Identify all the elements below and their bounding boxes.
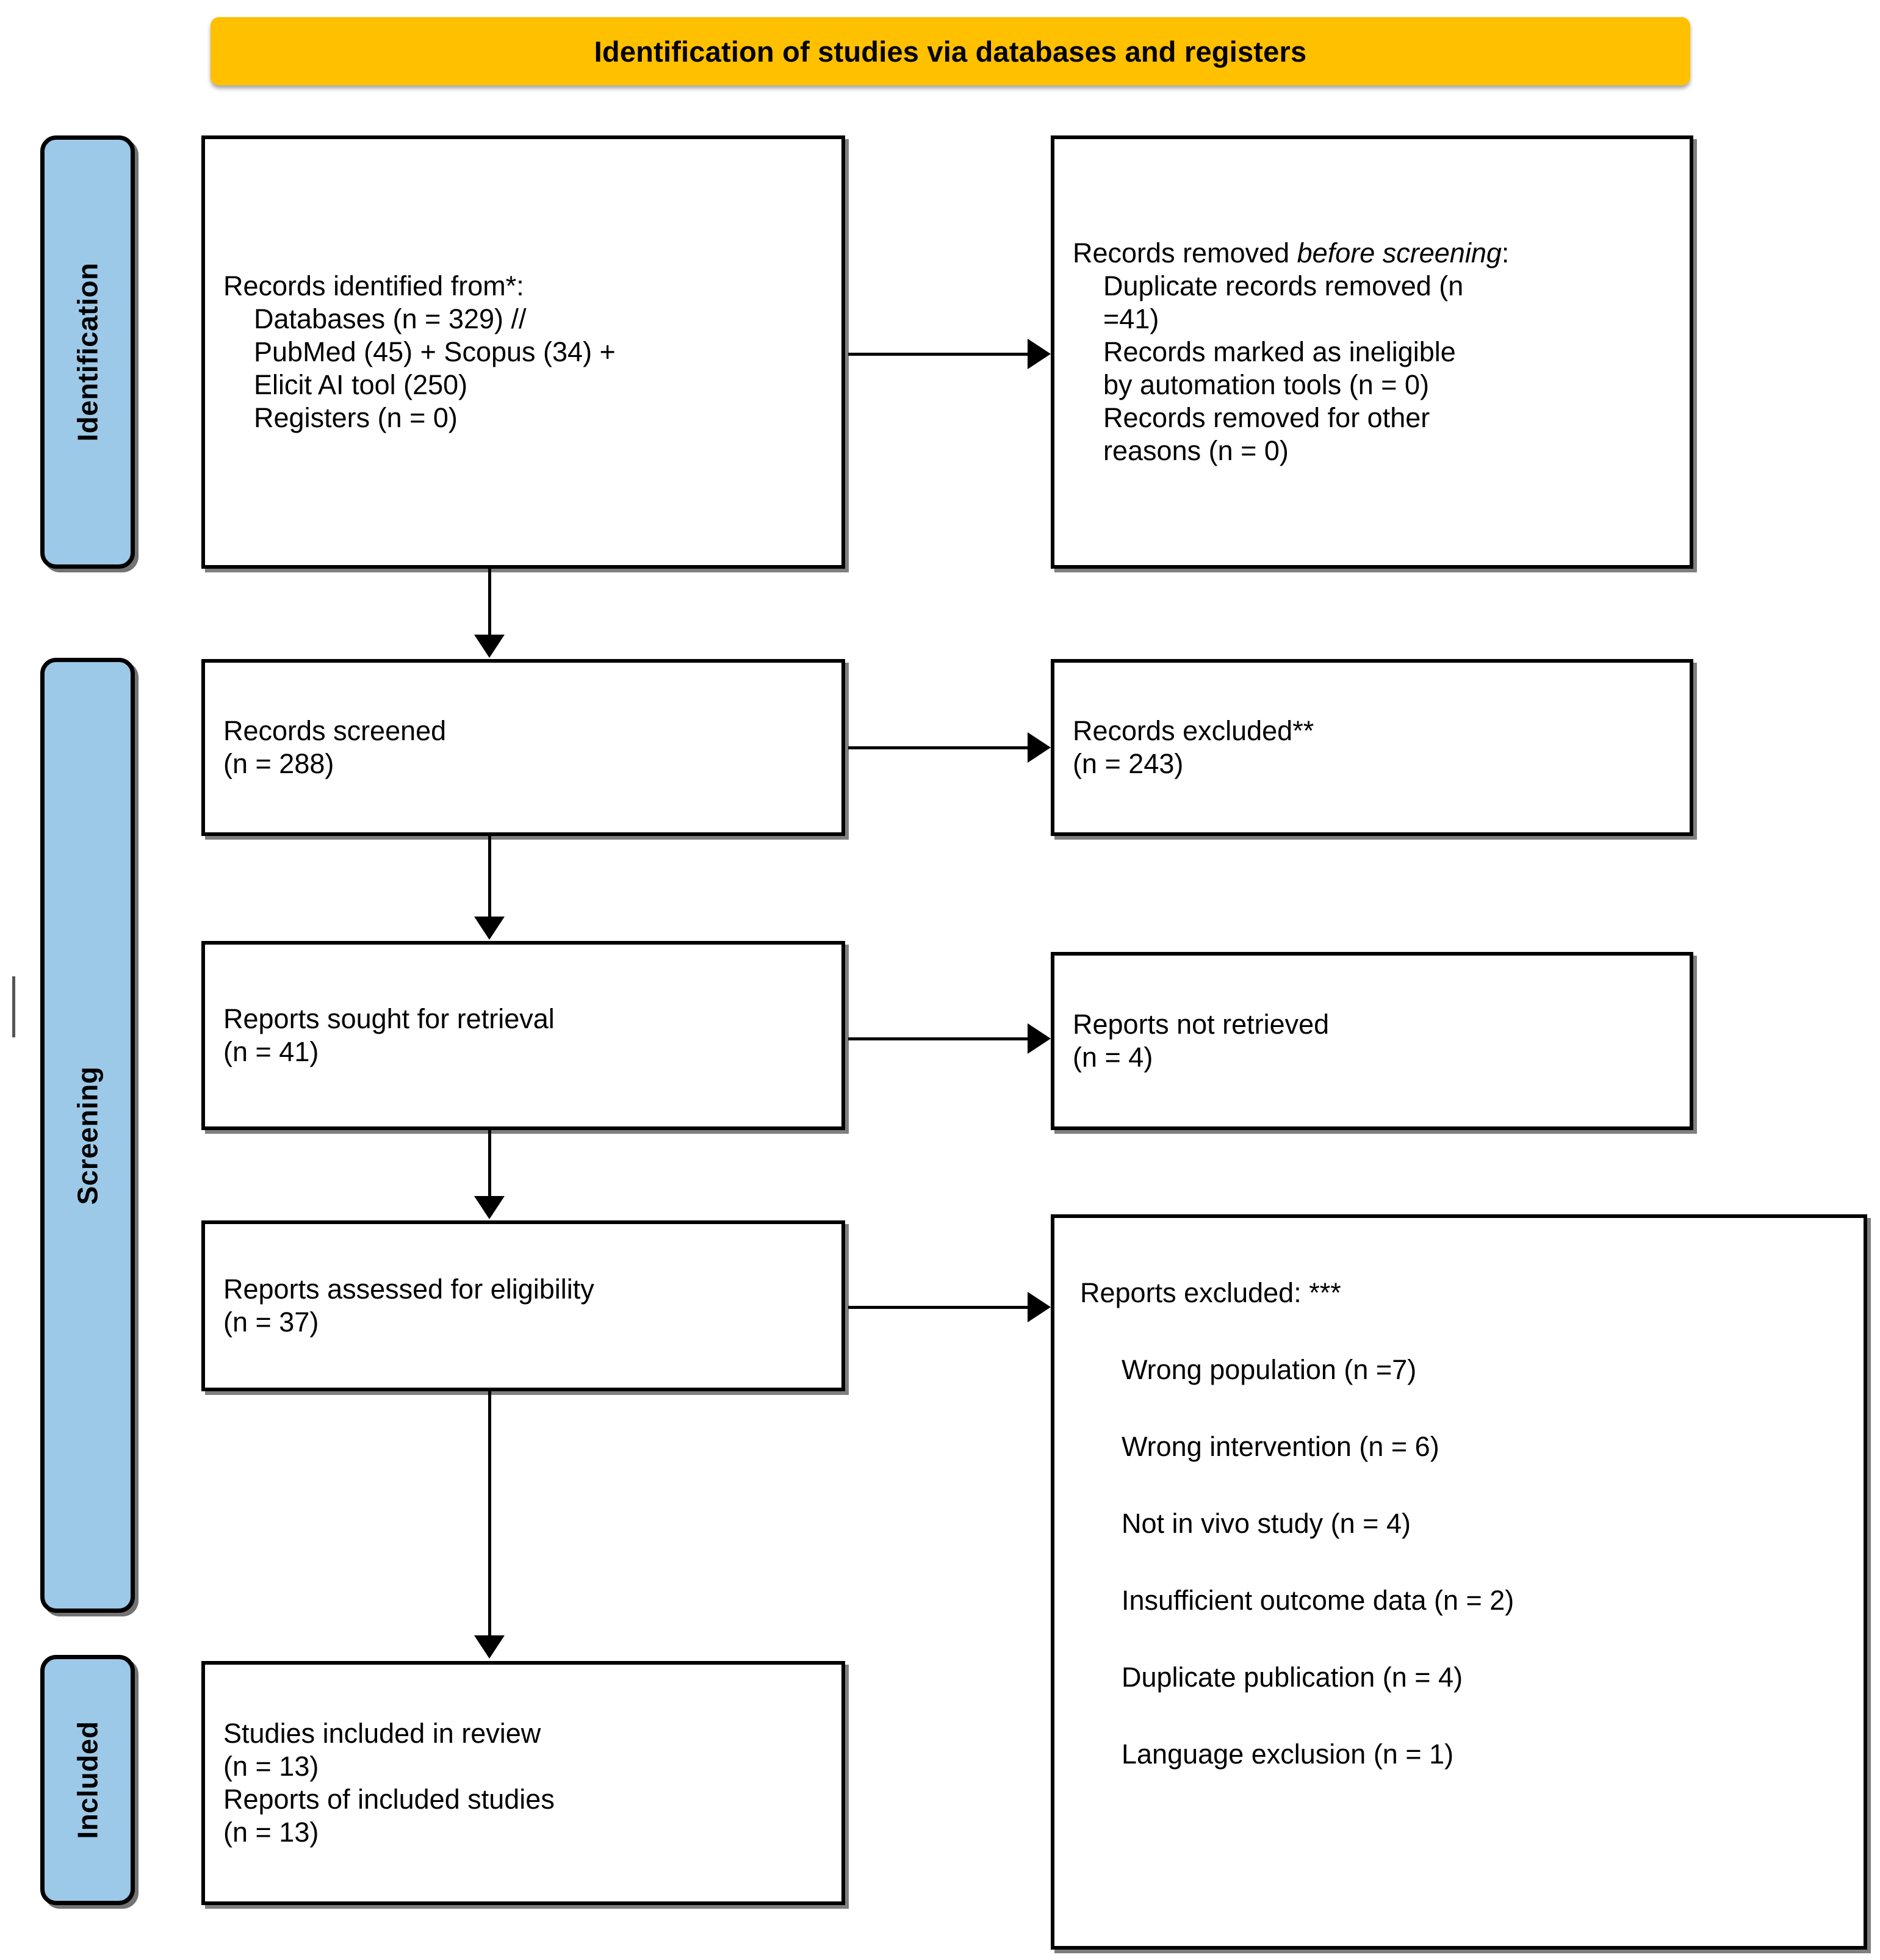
node-studies-included: Studies included in review (n = 13) Repo… xyxy=(201,1661,845,1905)
reports-excluded-heading: Reports excluded: *** xyxy=(1080,1277,1341,1308)
reports-excluded-reason-list: Wrong population (n =7) Wrong interventi… xyxy=(1080,1353,1845,1771)
arrow-head xyxy=(1028,732,1051,763)
arrow-screened-to-sought xyxy=(474,836,505,941)
node-reports-assessed: Reports assessed for eligibility (n = 37… xyxy=(201,1220,845,1391)
arrow-line xyxy=(488,569,491,637)
stage-label-identification: Identification xyxy=(40,135,135,569)
node-records-removed-content: Records removed before screening: Duplic… xyxy=(1073,237,1509,467)
arrow-line xyxy=(488,1391,491,1638)
node-reports-excluded-reasons: Reports excluded: *** Wrong population (… xyxy=(1051,1214,1867,1950)
arrow-sought-to-assessed xyxy=(474,1130,505,1220)
node-reports-not-retrieved: Reports not retrieved (n = 4) xyxy=(1051,952,1693,1130)
stage-label-identification-text: Identification xyxy=(71,262,104,442)
left-edge-tick-mark xyxy=(12,976,15,1037)
list-item: Duplicate publication (n = 4) xyxy=(1122,1662,1463,1693)
arrow-head xyxy=(1028,339,1051,369)
arrow-line xyxy=(848,1037,1031,1040)
node-studies-included-text: Studies included in review (n = 13) Repo… xyxy=(223,1718,555,1848)
node-records-identified-text: Records identified from*: Databases (n =… xyxy=(223,270,616,433)
arrow-line xyxy=(848,353,1031,356)
arrow-head xyxy=(474,1196,505,1219)
diagram-title-banner: Identification of studies via databases … xyxy=(211,17,1690,85)
list-item: Not in vivo study (n = 4) xyxy=(1122,1508,1411,1539)
arrow-sought-to-not-retrieved xyxy=(848,1023,1051,1054)
stage-label-included-text: Included xyxy=(71,1721,104,1839)
arrow-head xyxy=(1028,1292,1051,1322)
stage-label-screening-text: Screening xyxy=(71,1066,104,1205)
arrow-assessed-to-reports-excluded xyxy=(848,1292,1051,1322)
arrow-head xyxy=(474,917,505,940)
arrow-identified-to-screened xyxy=(474,569,505,659)
arrow-line xyxy=(848,1306,1031,1309)
arrow-head xyxy=(1028,1023,1051,1054)
node-records-removed-before-screening: Records removed before screening: Duplic… xyxy=(1051,135,1693,569)
arrow-assessed-to-included xyxy=(474,1391,505,1660)
node-records-removed-heading: Records removed before screening: xyxy=(1073,237,1509,270)
diagram-title-text: Identification of studies via databases … xyxy=(594,35,1307,68)
node-records-identified: Records identified from*: Databases (n =… xyxy=(201,135,845,569)
list-item: Wrong population (n =7) xyxy=(1122,1354,1417,1385)
arrow-line xyxy=(488,1130,491,1198)
arrow-line xyxy=(488,836,491,919)
node-reports-assessed-text: Reports assessed for eligibility (n = 37… xyxy=(223,1274,594,1338)
arrow-screened-to-excluded xyxy=(848,732,1051,763)
node-records-excluded-text: Records excluded** (n = 243) xyxy=(1073,715,1314,779)
list-item: Language exclusion (n = 1) xyxy=(1122,1738,1454,1770)
list-item: Insufficient outcome data (n = 2) xyxy=(1122,1585,1514,1616)
list-item: Wrong intervention (n = 6) xyxy=(1122,1431,1439,1462)
stage-label-screening: Screening xyxy=(40,658,135,1613)
arrow-line xyxy=(848,746,1031,749)
arrow-head xyxy=(474,635,505,658)
arrow-head xyxy=(474,1635,505,1659)
node-records-screened-text: Records screened (n = 288) xyxy=(223,715,447,779)
node-reports-not-retrieved-text: Reports not retrieved (n = 4) xyxy=(1073,1009,1330,1073)
removed-heading-suffix: : xyxy=(1501,237,1510,268)
stage-label-included: Included xyxy=(40,1655,135,1905)
removed-heading-italic: before screening xyxy=(1297,237,1502,268)
node-reports-sought-text: Reports sought for retrieval (n = 41) xyxy=(223,1003,555,1067)
removed-heading-plain: Records removed xyxy=(1073,237,1297,268)
node-records-removed-list: Duplicate records removed (n =41) Record… xyxy=(1103,270,1464,466)
arrow-identified-to-removed xyxy=(848,339,1051,369)
node-reports-sought: Reports sought for retrieval (n = 41) xyxy=(201,941,845,1130)
node-records-excluded: Records excluded** (n = 243) xyxy=(1051,659,1693,836)
node-records-screened: Records screened (n = 288) xyxy=(201,659,845,836)
